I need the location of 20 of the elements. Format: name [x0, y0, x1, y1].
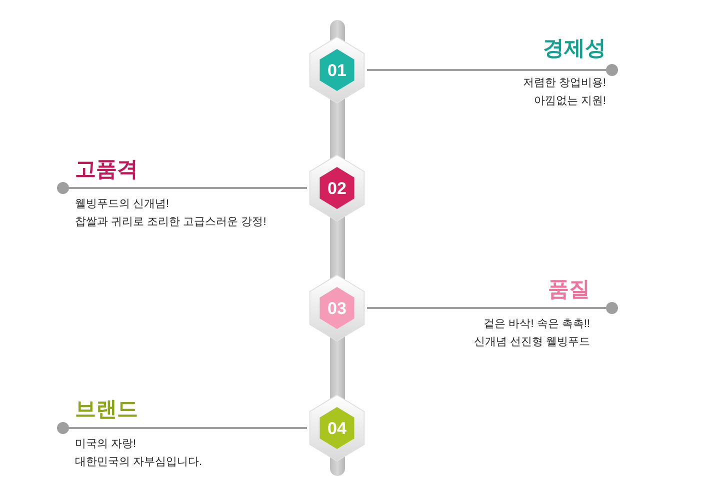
step-number: 03	[328, 300, 346, 316]
connector-line	[367, 69, 606, 71]
feature-description: 아낌없는 지원!	[534, 94, 606, 109]
feature-description: 저렴한 창업비용!	[522, 76, 606, 91]
step-number: 02	[328, 180, 346, 196]
feature-description: 웰빙푸드의 신개념!	[75, 197, 170, 212]
feature-heading: 품질	[548, 277, 590, 303]
feature-description: 대한민국의 자부심입니다.	[75, 455, 202, 470]
feature-heading: 고품격	[75, 157, 138, 183]
connector-line	[69, 427, 307, 429]
connector-line	[367, 307, 606, 309]
feature-description: 신개념 선진형 웰빙푸드	[474, 335, 590, 350]
feature-description: 찹쌀과 귀리로 조리한 고급스러운 강정!	[75, 215, 266, 230]
feature-heading: 브랜드	[75, 397, 138, 423]
connector-line	[69, 187, 307, 189]
feature-description: 겉은 바삭! 속은 촉촉!!	[484, 317, 590, 332]
step-number: 04	[328, 420, 346, 436]
feature-heading: 경제성	[543, 36, 606, 62]
feature-description: 미국의 자랑!	[75, 437, 136, 452]
step-number: 01	[328, 62, 346, 78]
